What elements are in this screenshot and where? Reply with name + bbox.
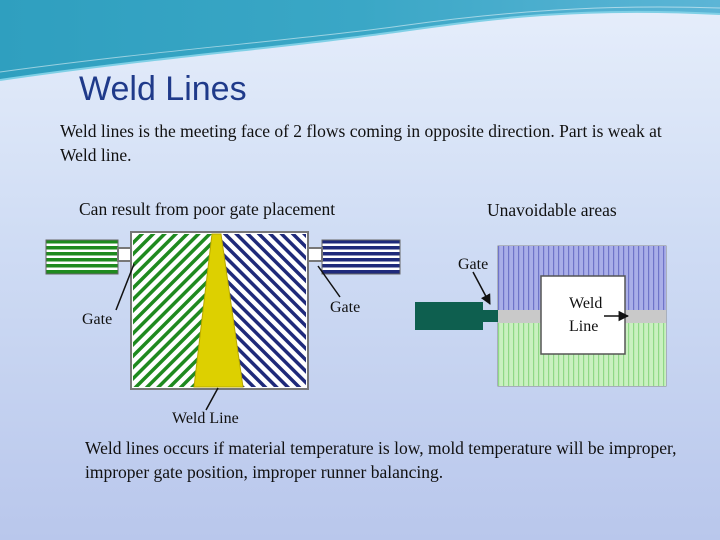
right-runner	[321, 239, 401, 275]
left-caption: Can result from poor gate placement	[79, 199, 336, 219]
intro-paragraph: Weld lines is the meeting face of 2 flow…	[60, 121, 662, 165]
right-gate-label: Gate	[330, 299, 360, 316]
footer-paragraph: Weld lines occurs if material temperatur…	[85, 438, 677, 482]
right-weld-label-line1: Weld	[569, 295, 602, 312]
right-gate-block	[415, 302, 483, 330]
weld-line-pointer	[205, 387, 219, 411]
core-cutout	[540, 275, 626, 355]
right-gate-nozzle	[483, 310, 498, 322]
left-runner	[45, 239, 119, 275]
slide-title: Weld Lines	[79, 70, 247, 108]
right-flow-region	[221, 234, 306, 387]
right-gate-arrow	[472, 271, 491, 305]
right-gate-opening	[307, 247, 323, 262]
left-flow-region	[133, 234, 212, 387]
weld-line-label: Weld Line	[172, 410, 239, 427]
left-mold-diagram	[45, 231, 401, 411]
left-gate-label: Gate	[82, 311, 112, 328]
decorative-top-wave	[0, 0, 720, 81]
left-gate-pointer	[115, 263, 135, 311]
weld-line-region	[193, 233, 244, 388]
right-caption: Unavoidable areas	[487, 200, 617, 220]
right-gate-pointer	[317, 265, 341, 298]
right-mold-diagram	[415, 245, 667, 387]
right-weld-label-line2: Line	[569, 318, 598, 335]
left-gate-opening	[117, 247, 132, 262]
right-gate-text: Gate	[458, 256, 488, 273]
